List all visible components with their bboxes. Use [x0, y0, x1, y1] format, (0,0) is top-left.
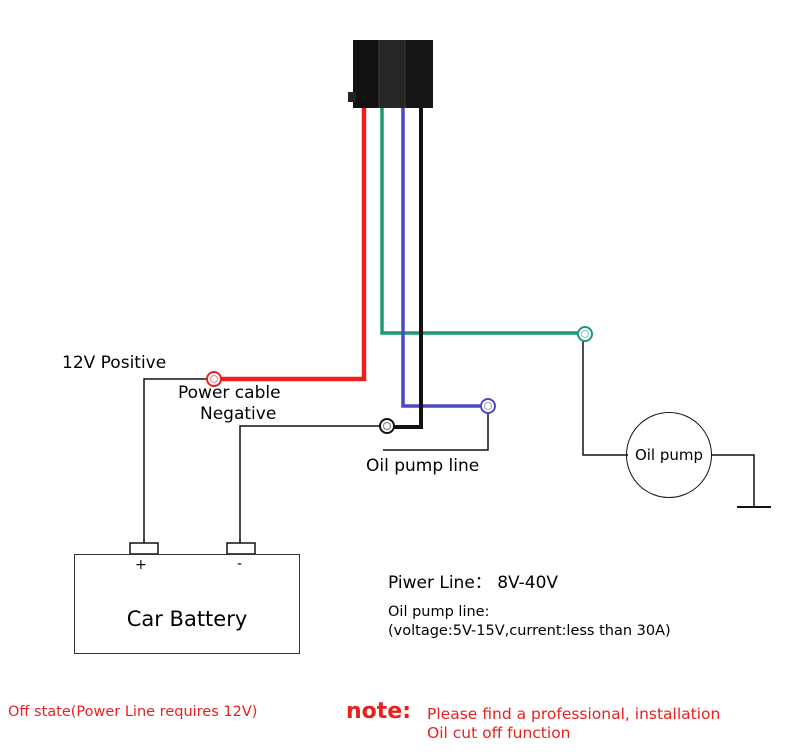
relay-module	[348, 40, 433, 108]
red-terminal-ring	[206, 371, 222, 387]
battery-label: Car Battery	[126, 607, 248, 631]
off-state-note: Off state(Power Line requires 12V)	[8, 704, 258, 720]
black-terminal-ring	[379, 418, 395, 434]
oil-pump: Oil pump	[626, 412, 712, 498]
pump-line-lead	[383, 414, 489, 451]
negative-lead	[239, 425, 382, 545]
battery-plus-sign: +	[135, 557, 147, 573]
oil-pump-label: Oil pump	[634, 446, 704, 464]
positive-lead	[143, 378, 210, 545]
oil-pump-line-label: Oil pump line	[366, 456, 480, 476]
green-terminal-ring	[577, 326, 593, 342]
pump-feed-lead	[582, 341, 628, 456]
car-battery: + - Car Battery	[74, 554, 300, 654]
black-ground-wire	[392, 108, 423, 429]
pump-line-spec-title: Oil pump line:	[388, 604, 490, 620]
note-line-1: Please find a professional, installation	[427, 705, 721, 723]
note-line-2: Oil cut off function	[427, 724, 571, 742]
green-wire	[380, 108, 580, 335]
battery-positive-terminal	[129, 542, 159, 555]
battery-negative-terminal	[226, 542, 256, 555]
power-line-spec: Piwer Line： 8V-40V	[388, 573, 559, 593]
positive-label: 12V Positive	[62, 353, 167, 373]
blue-wire	[401, 108, 482, 408]
pump-ground-lead	[711, 454, 755, 507]
power-cable-label: Power cable	[178, 383, 281, 403]
battery-minus-sign: -	[237, 556, 243, 572]
negative-label: Negative	[200, 404, 277, 424]
pump-line-spec-detail: (voltage:5V-15V,current:less than 30A)	[388, 623, 671, 639]
note-keyword: note:	[346, 699, 412, 724]
red-power-wire	[221, 108, 367, 382]
blue-terminal-ring	[480, 398, 496, 414]
